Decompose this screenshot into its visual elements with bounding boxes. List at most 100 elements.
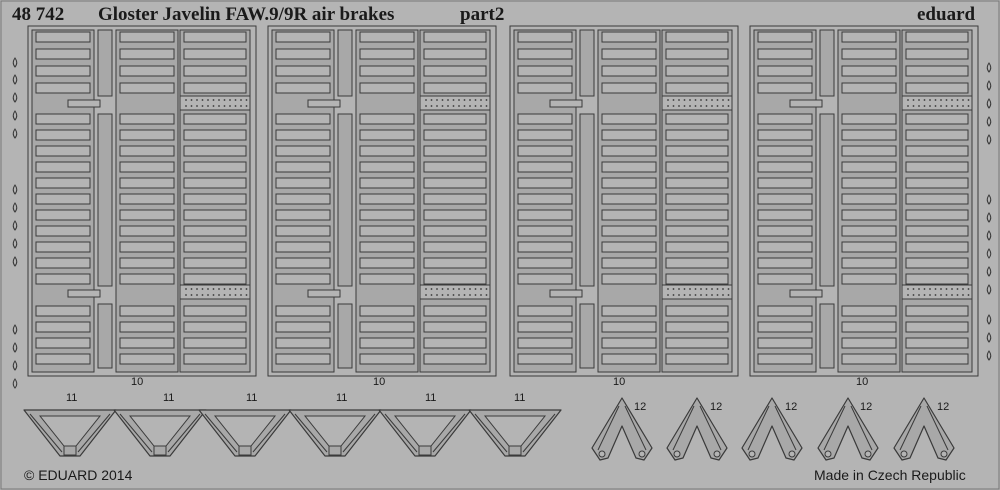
fold-perforation xyxy=(694,105,697,107)
panel-slot xyxy=(423,65,487,77)
fold-perforation xyxy=(683,105,686,107)
fold-perforation xyxy=(436,288,438,290)
panel-slot xyxy=(275,145,331,157)
fold-perforation xyxy=(962,294,964,296)
fold-perforation xyxy=(474,294,477,296)
panel-slot xyxy=(601,193,657,205)
panel-slot xyxy=(183,337,247,349)
fold-perforation xyxy=(716,105,719,107)
part-number-12: 12 xyxy=(710,401,723,413)
panel-slot xyxy=(905,353,969,365)
panel-slot xyxy=(119,273,175,285)
fold-perforation xyxy=(452,288,455,290)
panel-slot xyxy=(517,321,573,333)
fold-perforation xyxy=(923,288,926,290)
fold-perforation xyxy=(667,288,669,290)
fold-perforation xyxy=(480,99,482,101)
panel-slot xyxy=(119,82,175,94)
fold-perforation xyxy=(436,99,438,101)
etch-drop-marker xyxy=(12,57,18,68)
fold-perforation xyxy=(223,105,226,107)
panel-slot xyxy=(183,225,247,237)
panel-slot xyxy=(601,241,657,253)
fold-perforation xyxy=(212,105,215,107)
etch-drop-marker xyxy=(986,134,992,145)
panel-slot xyxy=(841,82,897,94)
panel-slot xyxy=(183,305,247,317)
panel-slot xyxy=(359,65,415,77)
air-brake-panel xyxy=(267,25,497,377)
fold-perforation xyxy=(727,288,730,290)
fold-perforation xyxy=(469,105,471,107)
panel-slot xyxy=(359,145,415,157)
panel-slot xyxy=(757,225,813,237)
panel-slot xyxy=(275,193,331,205)
fold-perforation xyxy=(201,288,204,290)
fold-perforation xyxy=(425,105,427,107)
fold-perforation xyxy=(956,105,959,107)
panel-slot xyxy=(275,82,331,94)
panel-spar xyxy=(819,29,835,97)
a-bracket xyxy=(591,397,653,461)
panel-slot xyxy=(841,305,897,317)
panel-slot xyxy=(119,113,175,125)
fold-perforation xyxy=(190,99,193,101)
air-brake-panel xyxy=(509,25,739,377)
fold-perforation xyxy=(929,99,931,101)
fold-perforation xyxy=(918,294,920,296)
etch-drop-marker xyxy=(986,194,992,205)
panel-slot xyxy=(841,257,897,269)
panel-slot xyxy=(35,177,91,189)
panel-slot xyxy=(183,48,247,60)
a-bracket-hole xyxy=(598,450,606,458)
panel-slot xyxy=(359,193,415,205)
origin-text: Made in Czech Republic xyxy=(814,467,966,483)
panel-slot xyxy=(359,113,415,125)
panel-slot xyxy=(905,193,969,205)
panel-slot xyxy=(275,129,331,141)
panel-slot xyxy=(35,257,91,269)
panel-slot xyxy=(601,337,657,349)
fold-perforation xyxy=(951,294,953,296)
fold-perforation xyxy=(430,105,433,107)
etch-drop-marker xyxy=(986,212,992,223)
panel-slot xyxy=(841,353,897,365)
etch-drop-marker xyxy=(986,332,992,343)
fold-perforation xyxy=(218,99,220,101)
a-bracket-hole xyxy=(864,450,872,458)
fold-perforation xyxy=(212,294,215,296)
panel-slot xyxy=(665,273,729,285)
bracket-foot xyxy=(328,445,342,456)
panel-slot xyxy=(517,337,573,349)
fold-perforation xyxy=(240,105,242,107)
panel-spar xyxy=(337,303,353,369)
fold-perforation xyxy=(700,99,702,101)
panel-slot xyxy=(119,321,175,333)
panel-slot xyxy=(841,48,897,60)
etch-drop-marker xyxy=(986,98,992,109)
a-bracket-arm xyxy=(774,405,797,451)
etch-drop-marker xyxy=(12,378,18,389)
fold-perforation xyxy=(722,99,724,101)
panel-slot xyxy=(665,353,729,365)
fold-perforation xyxy=(430,99,433,101)
panel-spar xyxy=(97,113,113,287)
fold-perforation xyxy=(185,99,187,101)
panel-slot xyxy=(841,65,897,77)
panel-slot xyxy=(119,337,175,349)
fold-perforation xyxy=(689,294,691,296)
panel-slot xyxy=(517,257,573,269)
a-bracket-hole xyxy=(673,450,681,458)
fold-perforation xyxy=(436,294,438,296)
panel-slot xyxy=(119,241,175,253)
fold-perforation xyxy=(196,294,198,296)
fold-perforation xyxy=(907,288,909,290)
fold-perforation xyxy=(458,294,460,296)
fold-perforation xyxy=(485,105,488,107)
a-bracket-arm xyxy=(899,405,922,451)
a-bracket-hole xyxy=(788,450,796,458)
fold-perforation xyxy=(463,105,466,107)
fold-perforation xyxy=(245,288,248,290)
fold-perforation xyxy=(240,288,242,290)
panel-slot xyxy=(905,82,969,94)
